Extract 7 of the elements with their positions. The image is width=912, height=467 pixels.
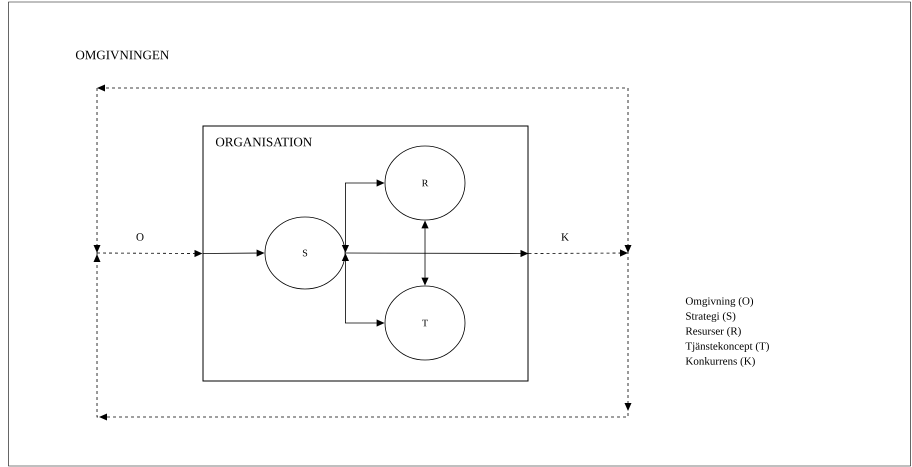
edge-label: O (135, 232, 145, 242)
legend-note: Strategi (S) (686, 312, 736, 322)
legend-note: Konkurrens (K) (686, 357, 755, 367)
legend-note: Tjänstekoncept (T) (686, 342, 769, 352)
legend-note: Resurser (R) (686, 327, 741, 337)
edge-label: K (560, 232, 570, 242)
legend-note: Omgivning (O) (686, 297, 754, 307)
